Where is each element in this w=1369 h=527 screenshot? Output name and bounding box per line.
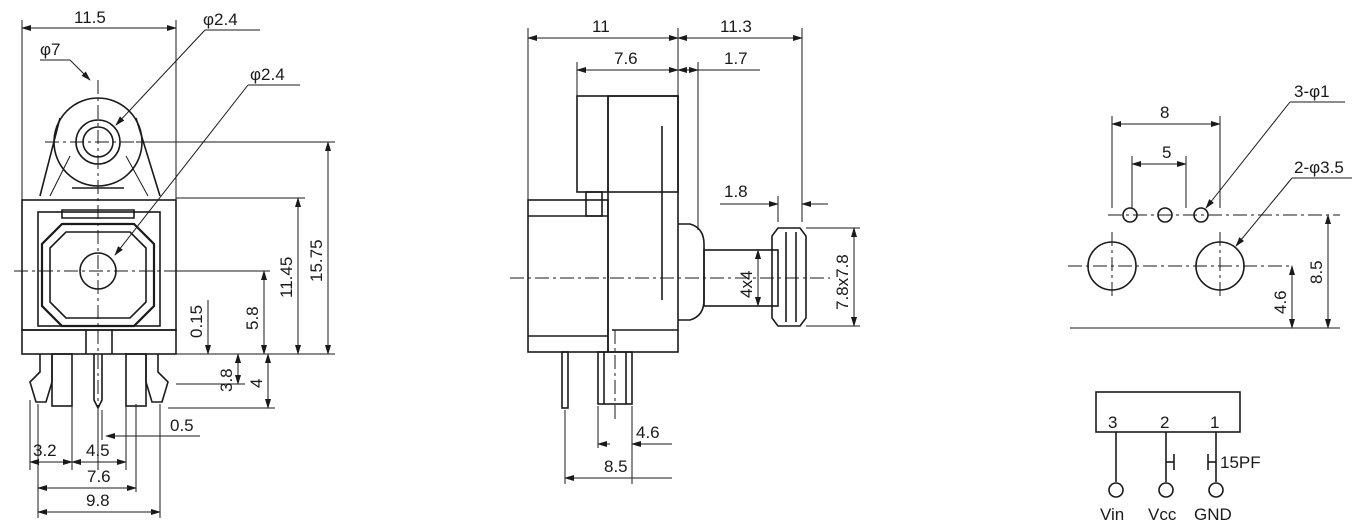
dim-pin-7-6: 7.6 [87, 467, 111, 486]
dim-width-top: 11.5 [74, 8, 106, 27]
dim-holes-small: 3-φ1 [1294, 82, 1330, 101]
side-view: 11 11.3 7.6 1.7 1.8 4x4 [510, 17, 860, 484]
pin-2-label: 2 [1160, 413, 1169, 432]
dim-dia-center-hole: φ2.4 [250, 65, 285, 84]
gnd-label: GND [1194, 505, 1232, 524]
dim-h-4-6: 4.6 [1271, 290, 1290, 314]
dim-w-1-8: 1.8 [724, 182, 748, 201]
vcc-label: Vcc [1148, 505, 1177, 524]
capacitor-label: 15PF [1220, 453, 1261, 472]
dim-w-11-3: 11.3 [720, 17, 752, 36]
dim-h-15-75: 15.75 [307, 239, 326, 282]
dim-w-8-5: 8.5 [604, 457, 628, 476]
pcb-footprint: 8 5 3-φ1 2-φ3.5 8.5 4.6 [1068, 82, 1352, 329]
dim-w-5: 5 [1162, 143, 1171, 162]
dim-h-3-8: 3.8 [217, 368, 236, 392]
dim-w-7-6: 7.6 [614, 49, 638, 68]
dim-pin-9-8: 9.8 [86, 491, 110, 510]
dim-pin-3-2: 3.2 [33, 441, 57, 460]
dim-head: 7.8x7.8 [833, 254, 852, 310]
pin-schematic: 3 2 1 15PF Vin Vcc GND [1095, 391, 1261, 524]
dim-w-11: 11 [592, 17, 610, 36]
dim-h-0-15: 0.15 [187, 305, 206, 338]
pin-1-label: 1 [1210, 413, 1219, 432]
dim-h-5-8: 5.8 [243, 306, 262, 330]
dim-h-4: 4 [247, 379, 266, 388]
dim-h-8-5: 8.5 [1307, 260, 1326, 284]
dim-holes-large: 2-φ3.5 [1294, 158, 1344, 177]
vin-label: Vin [1100, 505, 1124, 524]
dim-w-4-6: 4.6 [636, 423, 660, 442]
dim-w-1-7: 1.7 [724, 49, 748, 68]
front-view: 11.5 φ7 φ2.4 φ2.4 [14, 8, 335, 518]
pin-3-label: 3 [1108, 413, 1117, 432]
dim-pin-0-5: 0.5 [170, 416, 194, 435]
dim-dia-outer: φ7 [40, 40, 60, 59]
dim-pin-4-5: 4.5 [86, 441, 110, 460]
dim-w-8: 8 [1160, 103, 1169, 122]
dim-h-11-45: 11.45 [277, 257, 296, 298]
dim-dia-top-hole: φ2.4 [203, 10, 238, 29]
dim-shaft: 4x4 [737, 271, 756, 298]
